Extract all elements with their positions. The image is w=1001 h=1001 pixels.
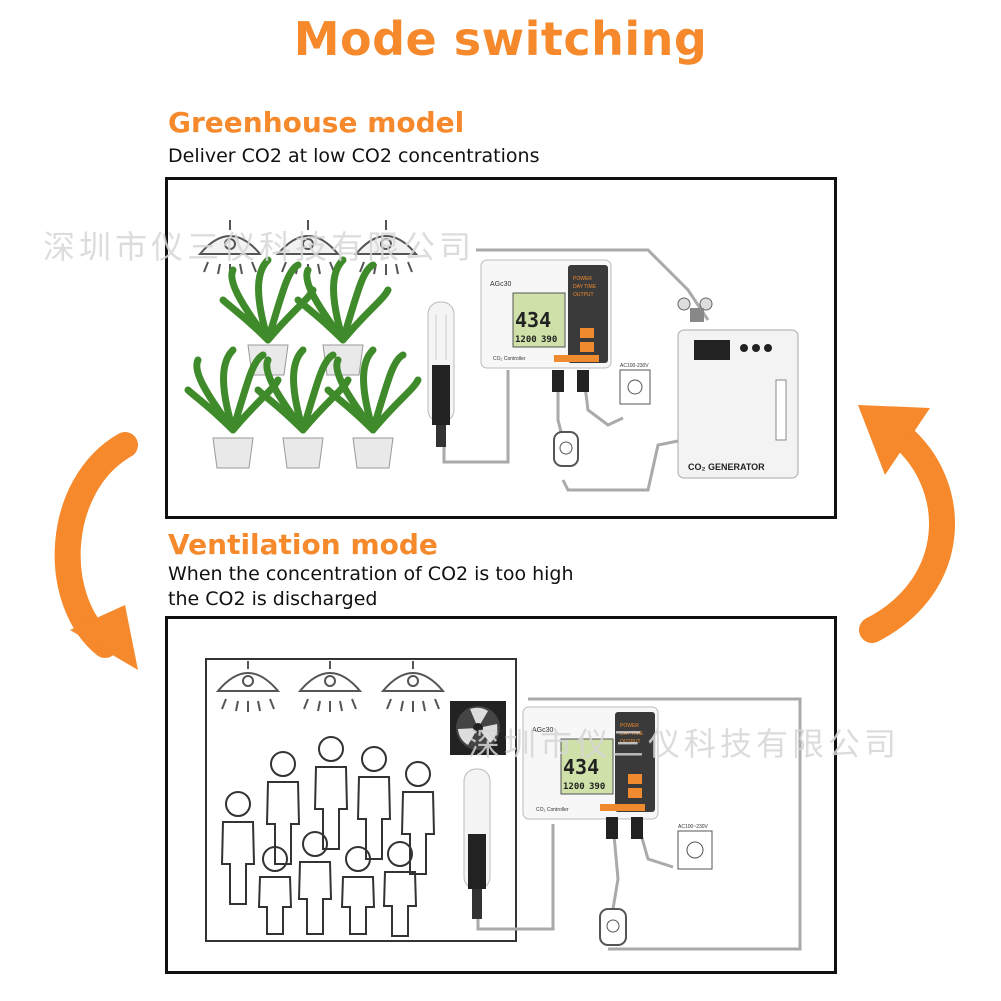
co2-generator: CO₂ GENERATOR — [677, 329, 799, 479]
watermark-text: 深圳市仪三仪科技有限公司 — [468, 725, 901, 763]
controller-reading-main: 434 — [563, 755, 599, 779]
controller-reading-left: 1200 — [515, 335, 537, 345]
indicator-output: OUTPUT — [620, 739, 641, 745]
sensor-icon — [427, 301, 455, 447]
greenhouse-title: Greenhouse model — [168, 106, 465, 139]
lamp-icon — [215, 661, 281, 712]
generator-label: CO₂ GENERATOR — [688, 462, 765, 472]
greenhouse-panel: 434 1200 390 AGc30 POWER DAY TIME OUTPUT… — [43, 177, 837, 519]
outlet-icon: AC100~230V — [677, 824, 713, 870]
greenhouse-diagram: 434 1200 390 AGc30 POWER DAY TIME OUTPUT… — [184, 220, 799, 492]
controller-reading-left: 1200 — [563, 782, 585, 792]
ventilation-description-line-1: When the concentration of CO2 is too hig… — [168, 563, 574, 585]
person-icon — [257, 846, 293, 935]
indicator-day-time: DAY TIME — [573, 284, 597, 290]
indicator-output: OUTPUT — [573, 292, 594, 298]
indicator-day-time: DAY TIME — [620, 731, 644, 737]
plant-icon — [219, 256, 317, 376]
lamp-icon — [380, 661, 446, 712]
controller-model: AGc30 — [532, 727, 554, 734]
indicator-power: POWER — [620, 723, 639, 729]
co2-cylinder-icon — [677, 297, 713, 322]
person-icon — [400, 761, 436, 875]
outlet-voltage: AC100~230V — [678, 824, 709, 830]
person-icon — [265, 751, 301, 865]
plug-icon — [599, 908, 627, 946]
fan-icon — [450, 701, 506, 755]
person-icon — [297, 831, 333, 935]
plug-icon — [553, 431, 579, 467]
controller-reading-right: 390 — [541, 335, 557, 345]
watermark-text: 深圳市仪三仪科技有限公司 — [43, 228, 476, 266]
person-icon — [382, 841, 418, 937]
plant-icon — [324, 346, 422, 469]
ventilation-panel: 434 1200 390 AGc30 POWER DAY TIME OUTPUT… — [165, 616, 896, 974]
controller-reading-main: 434 — [515, 308, 551, 332]
person-icon — [340, 846, 376, 935]
co2-controller: 434 1200 390 AGc30 POWER DAY TIME OUTPUT… — [480, 259, 612, 392]
plant-icon — [254, 346, 352, 469]
lamp-icon — [353, 220, 419, 275]
right-cycle-arrow-icon — [858, 405, 955, 643]
controller-label: CO₂ Controller — [536, 807, 569, 813]
page-title: Mode switching — [293, 12, 708, 66]
co2-controller: 434 1200 390 AGc30 POWER DAY TIME OUTPUT… — [522, 706, 659, 839]
lamp-icon — [297, 661, 363, 712]
ventilation-description-line-2: the CO2 is discharged — [168, 588, 378, 610]
lamp-icon — [197, 220, 263, 275]
controller-reading-right: 390 — [589, 782, 605, 792]
controller-label: CO₂ Controller — [493, 356, 526, 362]
plant-icon — [184, 346, 282, 469]
indicator-power: POWER — [573, 276, 592, 282]
sensor-icon — [463, 768, 491, 919]
plant-icon — [294, 256, 392, 376]
left-cycle-arrow-icon — [54, 432, 138, 670]
controller-model: AGc30 — [490, 281, 512, 288]
ventilation-title: Ventilation mode — [168, 528, 438, 561]
outlet-icon: AC100-230V — [619, 363, 651, 405]
person-icon — [356, 746, 392, 860]
outlet-voltage: AC100-230V — [620, 363, 649, 369]
person-icon — [220, 791, 256, 905]
ventilation-diagram: 434 1200 390 AGc30 POWER DAY TIME OUTPUT… — [205, 658, 802, 951]
person-icon — [313, 736, 349, 850]
greenhouse-description: Deliver CO2 at low CO2 concentrations — [168, 145, 540, 167]
